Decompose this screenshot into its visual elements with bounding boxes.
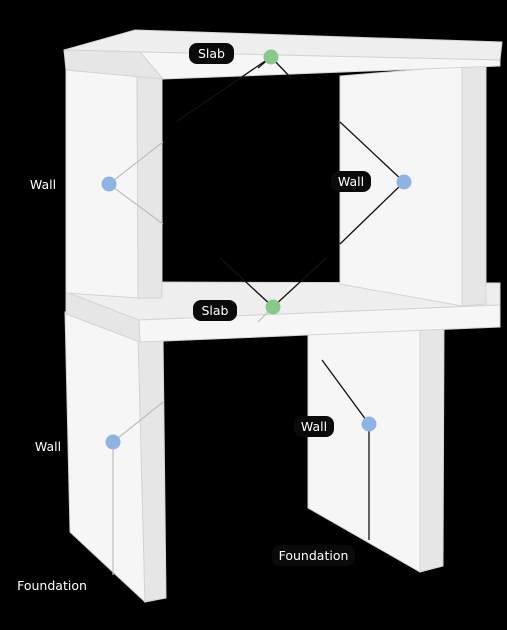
foundation-left-label-text: Foundation (17, 578, 87, 593)
wall-right-upper-node (396, 174, 412, 190)
slab-middle-label: Slab (193, 300, 237, 321)
lower-right-wall-side (419, 324, 445, 573)
foundation-right-label: Foundation (272, 545, 355, 566)
foundation-right-label-text: Foundation (279, 548, 349, 563)
wall-left-upper-label-text: Wall (30, 177, 56, 192)
wall-right-lower-node (361, 416, 377, 432)
slab-middle-label-pill (193, 300, 237, 321)
upper-left-wall-face (65, 47, 139, 299)
slab-middle-node (265, 299, 281, 315)
connector-line (175, 56, 272, 123)
top-slab (63, 29, 503, 80)
wall-left-lower-node (105, 434, 121, 450)
wall-left-upper-node (101, 176, 117, 192)
wall-right-lower-label: Wall (294, 416, 334, 437)
upper-left-wall (65, 47, 163, 299)
upper-right-wall-side (461, 63, 487, 307)
connector-line (108, 141, 164, 185)
connector-line (272, 257, 327, 308)
middle-slab-left (65, 291, 141, 343)
wall-right-upper-label-text: Wall (338, 174, 364, 189)
diagram-nodes (101, 49, 412, 450)
connector-line (108, 183, 164, 225)
wall-right-lower-label-pill (294, 416, 334, 437)
wall-right-lower-label-text: Wall (301, 419, 327, 434)
lower-right-wall (307, 324, 445, 573)
diagram-labels: Slab Wall Slab Wall Foundation Wall Wall… (17, 43, 371, 593)
top-slab-left (63, 49, 165, 80)
connector-lines (108, 56, 405, 575)
connector-line (321, 359, 370, 425)
wall-right-upper-label-pill (331, 171, 371, 192)
wall-right-upper-label: Wall (331, 171, 371, 192)
connector-line (112, 401, 164, 443)
lower-left-wall (64, 311, 167, 604)
wall-left-lower-label-text: Wall (35, 439, 61, 454)
slab-middle-label-text: Slab (201, 303, 228, 318)
slab-top-label-text: Slab (198, 46, 225, 61)
slab-top-label: Slab (189, 43, 234, 64)
connector-line (219, 257, 274, 308)
connector-line (339, 181, 405, 245)
slab-top-label-pill (189, 43, 234, 64)
lower-left-wall-face (64, 311, 146, 604)
foundation-right-label-pill (272, 545, 355, 566)
slab-top-node (263, 49, 279, 65)
connector-line (339, 121, 405, 183)
upper-left-wall-side (136, 47, 163, 299)
